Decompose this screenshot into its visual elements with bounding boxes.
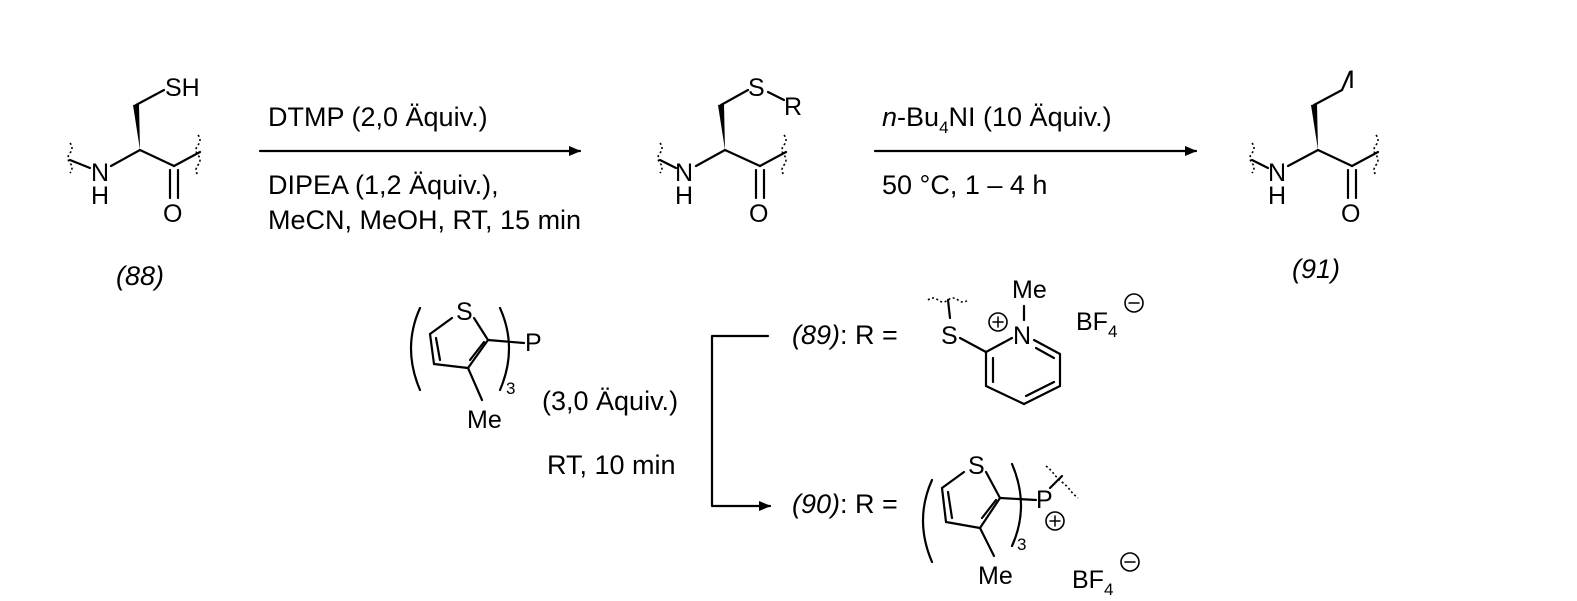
arrow1-conditions-2: MeCN, MeOH, RT, 15 min [268,205,581,235]
thiophene-sulfur-label: S [456,298,473,326]
thiol-label: SH [165,74,200,102]
count-subscript: 3 [506,379,515,398]
iodine-label: I [1348,66,1355,94]
wedge-bond [718,104,725,150]
nitrogen-label: N [91,159,109,187]
compound-label-91: (91) [1292,254,1340,284]
reaction-arrow-1: DTMP (2,0 Äquiv.) DIPEA (1,2 Äquiv.), Me… [258,102,582,235]
thioether-sulfur-label: S [941,322,958,350]
branch-arrow [710,334,772,511]
arrow1-conditions-1: DIPEA (1,2 Äquiv.), [268,170,499,200]
methyl-label: Me [467,406,502,434]
pyridinium-nitrogen-label: N [1013,322,1031,350]
phosphine-reagent: S Me 3 P (3,0 Äquiv.) RT, 10 min [409,298,678,480]
paren-close [498,306,511,392]
r-group-label: R [784,93,802,121]
phosphorus-label: P [525,329,542,357]
counterion-label-89: BF4 [1076,308,1117,341]
arrow2-conditions: 50 °C, 1 – 4 h [882,170,1047,200]
nitrogen-label: N [1268,159,1286,187]
arrow2-reagent: n-Bu4NI (10 Äquiv.) [882,102,1112,137]
r-group-90: (90): R = S Me 3 P BF4 [792,452,1140,599]
oxygen-label: O [1341,200,1360,228]
wavy-bond-left [67,142,73,174]
phosphonium-label: P [1036,486,1053,514]
methyl-label: Me [978,562,1013,590]
thiophene-sulfur-label: S [968,452,985,480]
count-subscript: 3 [1017,535,1026,554]
oxygen-label: O [163,200,182,228]
sulfur-label: S [748,74,765,102]
arrow1-reagent: DTMP (2,0 Äquiv.) [268,102,488,132]
wedge-bond [133,104,140,150]
r-group-89: (89): R = S N Me BF4 [792,276,1144,406]
reagent-equiv: (3,0 Äquiv.) [542,386,678,416]
r-definition-89: (89): R = [792,320,898,350]
hydrogen-label: H [675,182,693,210]
compound-88: N H SH O (88) [67,74,202,291]
hydrogen-label: H [91,182,109,210]
counterion-label-90: BF4 [1072,566,1113,599]
reagent-conditions: RT, 10 min [547,450,676,480]
wedge-bond [1311,104,1318,150]
intermediate-compound: N H S R O [657,74,802,228]
nitrogen-label: N [675,159,693,187]
oxygen-label: O [749,200,768,228]
r-definition-90: (90): R = [792,489,898,519]
compound-label-88: (88) [116,261,164,291]
hydrogen-label: H [1268,182,1286,210]
reaction-arrow-2: n-Bu4NI (10 Äquiv.) 50 °C, 1 – 4 h [873,102,1198,200]
n-methyl-label: Me [1012,276,1047,304]
paren-open [409,306,422,392]
compound-91: N H I O (91) [1249,66,1380,284]
